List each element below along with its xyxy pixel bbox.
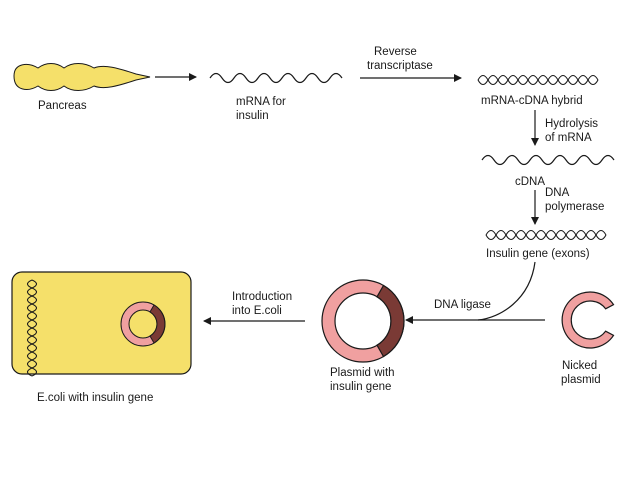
ecoli-plasmid (120, 301, 166, 347)
hydrolysis-line2: of mRNA (545, 132, 592, 144)
ecoli-label: E.coli with insulin gene (37, 392, 153, 404)
ecoli-cell (11, 271, 192, 375)
plasmid-with-gene-line2: insulin gene (330, 381, 391, 393)
reverse-transcriptase-line2: transcriptase (367, 60, 433, 72)
introduction-line1: Introduction (232, 291, 292, 303)
dna-polymerase-line2: polymerase (545, 201, 604, 213)
insulin-gene-insert (376, 284, 405, 358)
cdna-strand (481, 154, 615, 166)
insulin-gene-label: Insulin gene (exons) (486, 248, 590, 260)
cdna-label: cDNA (515, 176, 545, 188)
insulin-gene-helix (485, 229, 607, 241)
mrna-label-line2: insulin (236, 110, 269, 122)
hybrid-helix (477, 74, 599, 86)
dna-ligase-label: DNA ligase (434, 299, 491, 311)
introduction-line2: into E.coli (232, 305, 282, 317)
reverse-transcriptase-line1: Reverse (374, 46, 417, 58)
mrna-label-line1: mRNA for (236, 96, 286, 108)
nicked-plasmid-line1: Nicked (562, 360, 597, 372)
pancreas-label: Pancreas (38, 100, 87, 112)
ecoli-chromosome-helix (26, 279, 38, 377)
nicked-plasmid (561, 291, 615, 349)
hydrolysis-line1: Hydrolysis (545, 118, 598, 130)
pancreas-shape (13, 63, 151, 91)
mrna-strand (209, 72, 343, 84)
dna-polymerase-line1: DNA (545, 187, 570, 199)
nicked-plasmid-line2: plasmid (561, 374, 601, 386)
arrow-ligase-curve (477, 261, 536, 321)
plasmid-with-gene-line1: Plasmid with (330, 367, 395, 379)
recombinant-plasmid (321, 279, 405, 363)
hybrid-label: mRNA-cDNA hybrid (481, 95, 583, 107)
